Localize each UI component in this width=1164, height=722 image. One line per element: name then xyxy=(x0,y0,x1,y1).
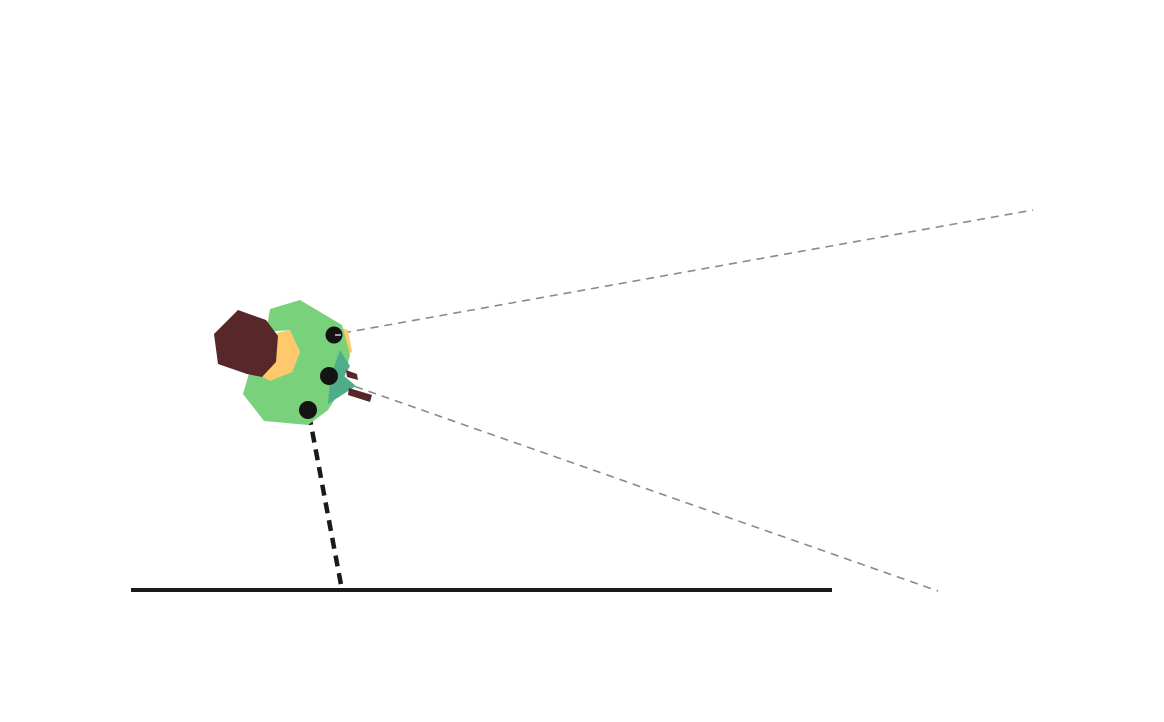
lower-sight-line xyxy=(341,381,939,592)
creature-eye-lower xyxy=(299,401,317,419)
creature[interactable] xyxy=(214,300,372,425)
creature-prong-upper xyxy=(346,370,358,380)
creature-hair xyxy=(214,310,278,377)
creature-eye-middle xyxy=(320,367,338,385)
creature-eye-upper xyxy=(325,326,343,344)
plumb-line xyxy=(306,413,345,591)
creature-prong-lower xyxy=(348,388,372,402)
upper-sight-line xyxy=(342,209,1034,334)
